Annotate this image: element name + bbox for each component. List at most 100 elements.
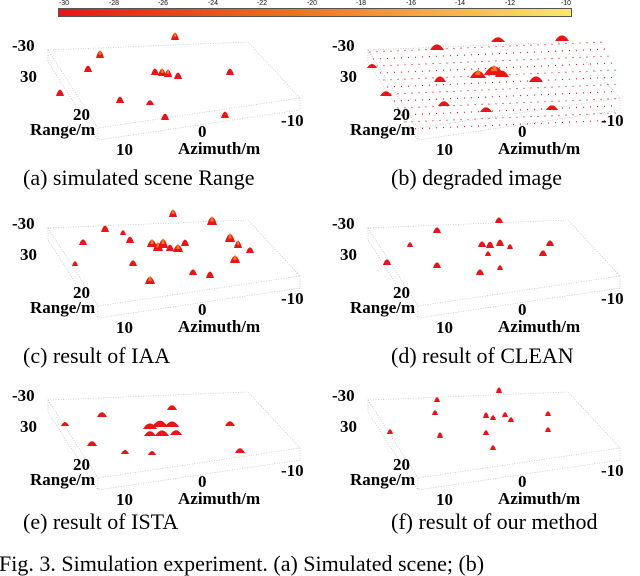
range-tick: 30 [20,417,37,436]
azimuth-axis-label: Azimuth/m [498,139,581,158]
sidelobe-dot [614,112,616,114]
peak-markers [72,209,254,284]
sidelobe-dot [421,84,424,87]
sidelobe-dot [495,117,497,119]
peak [495,217,503,223]
sidelobe-dot [456,54,459,57]
sidelobe-dot [603,48,606,50]
sidelobe-dot [512,66,515,68]
sidelobe-dot [575,121,578,123]
peak [72,261,78,266]
sidelobe-dot [607,69,609,71]
sidelobe-dot [512,95,515,97]
peak [121,450,129,454]
sidelobe-dot [526,123,529,125]
peak-highlight [148,276,152,281]
sidelobe-dot [463,111,466,113]
sidelobe-dot [540,51,543,53]
sidelobe-dot [407,128,410,130]
sidelobe-dot [442,55,445,57]
sidelobe-dot [456,83,459,85]
sidelobe-dot [544,86,546,88]
peak [483,412,489,418]
figure-caption: Fig. 3. Simulation experiment. (a) Simul… [0,551,485,576]
colorbar-tick: -26 [157,0,169,7]
sidelobe-dot [428,127,431,129]
peak [485,251,491,256]
sidelobe-dot [449,98,452,100]
peak-highlight [160,68,164,73]
sidelobe-dot [614,69,616,71]
sidelobe-dot [495,60,497,62]
sidelobe-dot [390,93,392,95]
sidelobe-dot [449,55,452,57]
range-tick: -30 [12,214,35,233]
sidelobe-dot [453,62,455,64]
sidelobe-dot [568,64,571,66]
sidelobe-dot [596,106,599,108]
sidelobe-dot [596,120,599,122]
sidelobe-dot [477,111,480,113]
sidelobe-dot [425,120,427,122]
sidelobe-dot [579,99,581,101]
sidelobe-dot [456,112,459,114]
peak [496,387,502,393]
sidelobe-dot [547,65,550,67]
sidelobe-dot [393,100,396,102]
peak-markers [383,217,554,275]
sidelobe-dot [575,106,578,109]
sidelobe-dot [400,114,403,116]
sidelobe-dot [512,52,515,54]
sidelobe-dot [481,103,483,105]
peak [225,421,235,426]
sidelobe-dot [481,46,483,48]
sidelobe-dot [428,84,431,86]
range-tick: 20 [393,105,410,124]
sidelobe-dot [470,68,473,70]
peak [165,421,179,427]
peak [148,451,156,455]
sidelobe-dot [498,53,501,55]
peak [496,239,504,246]
sidelobe-dot [425,77,427,79]
sidelobe-dot [579,56,581,58]
colorbar-tick: -14 [454,0,466,7]
sidelobe-dot [516,59,518,61]
peak [155,430,169,436]
colorbar-tick: -24 [207,0,219,7]
sidelobe-dot [460,90,462,92]
sidelobe-dot [439,105,441,107]
range-axis-label: Range/m [350,298,416,317]
sidelobe-dot [435,70,438,72]
sidelobe-dot [596,77,599,79]
sidelobe-dot [453,47,455,49]
sidelobe-dot [596,91,599,93]
sidelobe-dot [432,105,434,108]
sidelobe-dot [558,43,560,45]
sidelobe-dot [565,57,567,59]
sidelobe-dot [589,49,592,51]
sidelobe-dot [526,80,529,82]
sidelobe-dot [561,78,564,81]
sidelobe-dot [418,120,420,122]
range-tick: 30 [20,245,37,264]
sidelobe-dot [460,47,462,49]
peak [380,91,392,96]
sidelobe-dot [600,98,602,100]
sidelobe-dot [446,76,448,78]
sidelobe-dot [498,124,501,126]
sidelobe-dot [386,86,389,88]
sidelobe-dot [474,46,476,49]
sidelobe-dot [568,78,571,80]
sidelobe-dot [502,60,504,62]
sidelobe-dot [530,44,532,46]
sidelobe-dot [393,86,396,88]
peak [497,265,503,270]
sidelobe-dot [505,67,508,69]
sidelobe-dot [390,50,392,52]
sidelobe-dot [481,75,483,77]
peak [170,430,182,435]
sidelobe-dot [421,113,424,115]
sidelobe-dot [390,79,392,81]
